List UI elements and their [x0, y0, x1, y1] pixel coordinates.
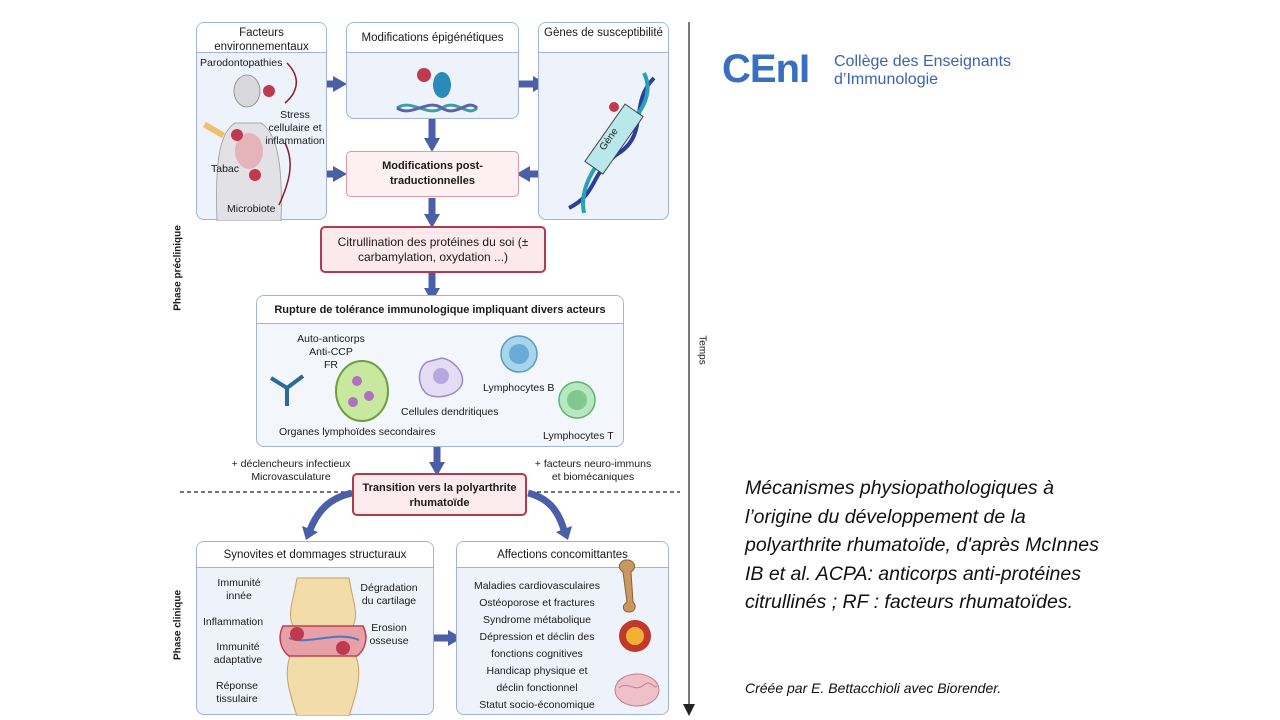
- transition-box: Transition vers la polyarthrite rhumatoï…: [352, 473, 527, 516]
- affection-item: Dépression et déclin des: [479, 631, 595, 643]
- autoanticorps-label: Auto-anticorps: [297, 333, 365, 345]
- biomeca-text: et biomécaniques: [551, 471, 635, 483]
- microvasculature-text: Microvasculature: [251, 471, 331, 483]
- organs-illustration: [614, 559, 660, 707]
- affection-item: Maladies cardiovasculaires: [473, 580, 601, 592]
- figure-caption: Mécanismes physiopathologiques à l’origi…: [745, 477, 1099, 613]
- genes-title: Gènes de susceptibilité: [539, 23, 668, 53]
- phase-clinique-label: Phase clinique: [172, 589, 184, 661]
- immunite-adaptative-label: Immunité adaptative: [213, 641, 263, 666]
- affections-panel: Affections concomittantes Maladies cardi…: [456, 541, 669, 715]
- parodontopathies-label: Parodontopathies: [200, 57, 283, 69]
- joint-illustration: [279, 577, 367, 716]
- declencheurs-label: + déclencheurs infectieux Microvasculatu…: [216, 458, 366, 484]
- synovites-panel: Synovites et dommages structuraux Immuni…: [196, 541, 434, 716]
- env-factors-title: Facteurs environnementaux: [197, 23, 326, 53]
- affection-item: Handicap physique et: [486, 665, 588, 677]
- cei-logo-mark: CEnI: [722, 47, 810, 91]
- human-figure-illustration: [202, 62, 297, 221]
- temps-label: Temps: [696, 335, 708, 365]
- lympho-b-label: Lymphocytes B: [483, 382, 555, 394]
- synovites-title: Synovites et dommages structuraux: [197, 542, 433, 568]
- stress-label: Stress cellulaire et inflammation: [265, 109, 325, 147]
- reponse-label: Réponse tissulaire: [215, 680, 259, 705]
- affection-item: Syndrome métabolique: [483, 614, 591, 626]
- declencheurs-text: + déclencheurs infectieux: [231, 458, 351, 470]
- phase-preclinique-label: Phase préclinique: [172, 225, 184, 311]
- epigenetic-panel: Modifications épigénétiques: [346, 22, 519, 119]
- dendritiques-label: Cellules dendritiques: [401, 406, 499, 418]
- post-translational-box: Modifications post-traductionnelles: [346, 151, 519, 197]
- citrullination-box: Citrullination des protéines du soi (± c…: [320, 226, 546, 273]
- affections-list: Maladies cardiovasculaires Ostéoporose e…: [467, 578, 607, 714]
- tolerance-rupture-panel: Rupture de tolérance immunologique impli…: [256, 295, 624, 447]
- lympho-t-label: Lymphocytes T: [543, 430, 614, 442]
- citrullination-text: Citrullination des protéines du soi (± c…: [337, 235, 529, 264]
- degradation-label: Dégradation du cartilage: [360, 582, 418, 607]
- cei-logo: CEnI: [718, 44, 1034, 98]
- transition-text: Transition vers la polyarthrite rhumatoï…: [362, 482, 517, 509]
- cei-logo-text: Collège des Enseignants d’Immunologie: [834, 53, 1011, 89]
- affection-item: Ostéoporose et fractures: [479, 597, 595, 609]
- erosion-label: Erosion osseuse: [369, 622, 409, 647]
- epigenetic-title: Modifications épigénétiques: [347, 23, 518, 53]
- inflammation-label: Inflammation: [203, 616, 264, 628]
- fr-label: FR: [324, 359, 338, 371]
- arrow-to-synovites: [306, 489, 353, 532]
- affection-item: fonctions cognitives: [491, 648, 583, 660]
- figure-credit: Créée par E. Bettacchioli avec Biorender…: [745, 680, 1002, 696]
- affection-item: Statut socio-économique: [479, 699, 595, 711]
- organes-label: Organes lymphoïdes secondaires: [279, 426, 436, 438]
- microbiote-label: Microbiote: [227, 203, 276, 215]
- neuro-text: + facteurs neuro-immuns: [534, 458, 652, 470]
- tolerance-rupture-title: Rupture de tolérance immunologique impli…: [257, 296, 623, 324]
- cei-logo-line2: d’Immunologie: [834, 71, 939, 88]
- immune-cells-illustration: [269, 335, 596, 422]
- immunite-innee-label: Immunité innée: [217, 577, 261, 602]
- arrow-to-affections: [527, 489, 568, 532]
- cei-logo-line1: Collège des Enseignants: [834, 53, 1012, 70]
- post-translational-text: Modifications post-traductionnelles: [382, 160, 483, 187]
- time-axis-arrowhead: [683, 704, 695, 716]
- neuro-label: + facteurs neuro-immuns et biomécaniques: [518, 458, 668, 484]
- dna-protein-illustration: [396, 68, 479, 113]
- env-factors-panel: Facteurs environnementaux Parodontopathi…: [196, 22, 327, 221]
- dna-gene-illustration: [568, 72, 656, 214]
- tabac-label: Tabac: [211, 163, 240, 175]
- genes-panel: Gènes de susceptibilité Gène: [538, 22, 669, 220]
- anticcp-label: Anti-CCP: [309, 346, 353, 358]
- affection-item: déclin fonctionnel: [496, 682, 578, 694]
